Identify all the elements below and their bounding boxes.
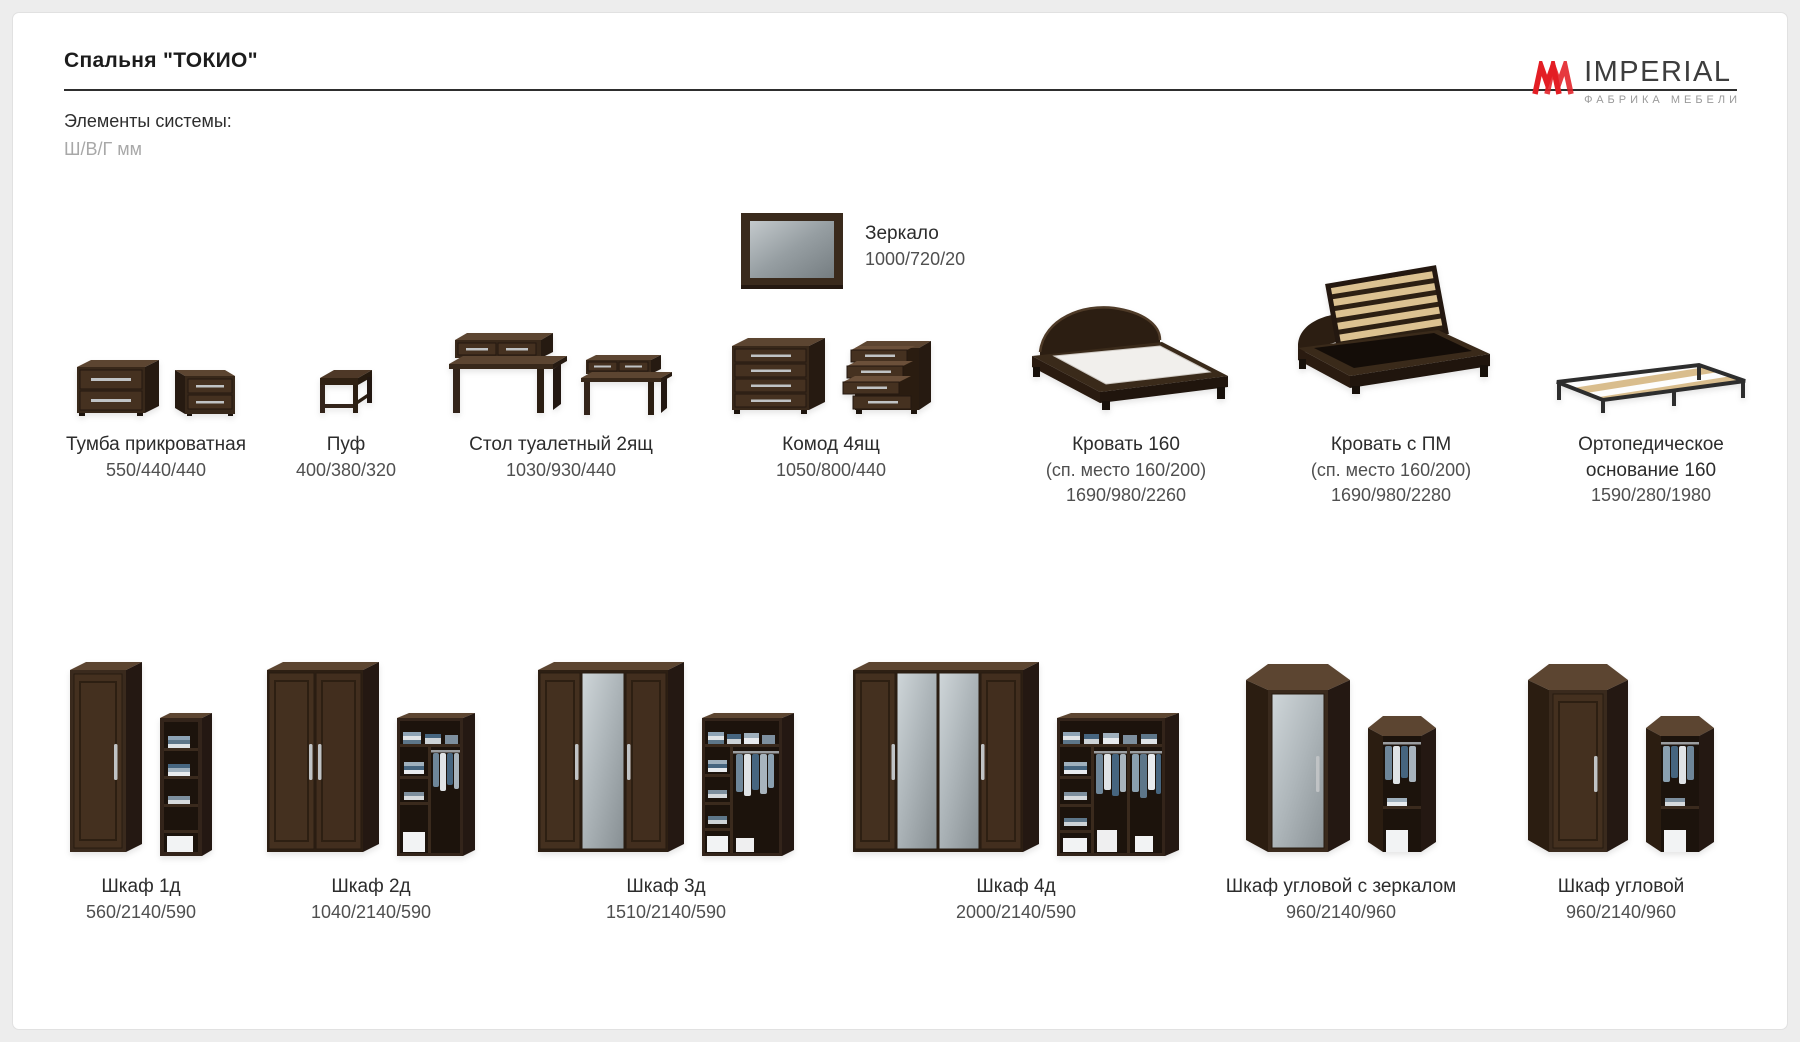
wardrobe-4d-closed-illustration — [853, 662, 1039, 852]
wardrobe-3d-closed-illustration — [538, 662, 684, 852]
item-illustration-area — [521, 546, 811, 858]
item-stol-tualetny: Стол туалетный 2ящ 1030/930/440 — [426, 216, 696, 483]
item-name: Стол туалетный 2ящ — [469, 434, 653, 455]
item-zerkalo-label: Зеркало 1000/720/20 — [865, 213, 965, 289]
nightstand-small-illustration — [175, 370, 235, 416]
chest-open-illustration — [842, 341, 931, 414]
corner-wardrobe-open-illustration — [1368, 716, 1436, 852]
wardrobe-3d-open-illustration — [702, 713, 794, 856]
mirror-illustration — [741, 213, 843, 289]
item-name: Шкаф угловой с зеркалом — [1225, 876, 1457, 897]
item-name: Кровать 160 — [1072, 434, 1180, 455]
wardrobe-4d-open-illustration — [1057, 713, 1179, 856]
item-shkaf-3d: Шкаф 3д 1510/2140/590 — [521, 546, 811, 925]
item-dimensions: 1690/980/2260 — [1065, 485, 1187, 506]
item-name: Шкаф 1д — [101, 876, 181, 897]
item-illustration-area — [691, 216, 971, 416]
item-name: Шкаф 4д — [976, 876, 1056, 897]
item-dimensions: 400/380/320 — [295, 459, 397, 480]
header-divider — [64, 89, 1737, 91]
brand-tagline: ФАБРИКА МЕБЕЛИ — [1584, 94, 1741, 106]
item-krovat-pm: Кровать с ПМ (сп. место 160/200) 1690/98… — [1281, 216, 1501, 509]
item-illustration-area — [41, 546, 241, 858]
item-illustration-area — [41, 216, 271, 416]
item-illustration-area — [256, 546, 486, 858]
item-tumba: Тумба прикроватная 550/440/440 — [41, 216, 271, 483]
chest-closed-illustration — [732, 338, 825, 414]
item-illustration-area — [271, 216, 421, 416]
item-puf: Пуф 400/380/320 — [271, 216, 421, 483]
item-illustration-area — [1496, 546, 1746, 858]
units-note: Ш/В/Г мм — [64, 139, 143, 159]
corner-wardrobe-open-illustration — [1646, 716, 1714, 852]
corner-wardrobe-mirror-closed-illustration — [1246, 664, 1350, 852]
item-name: Ортопедическое основание 160 — [1578, 434, 1724, 481]
item-dimensions: 1050/800/440 — [775, 459, 887, 480]
item-dimensions: 1690/980/2280 — [1330, 485, 1452, 506]
item-name: Шкаф 2д — [331, 876, 411, 897]
wardrobe-1d-closed-illustration — [70, 662, 142, 852]
item-dimensions: 1040/2140/590 — [310, 901, 432, 922]
item-komod: Комод 4ящ 1050/800/440 — [691, 216, 971, 483]
pouf-illustration — [320, 370, 372, 413]
dressing-table-small-illustration — [581, 355, 672, 415]
item-name: Тумба прикроватная — [66, 434, 246, 455]
catalog-page: Спальня "ТОКИО" IMPERIAL ФАБРИКА МЕБЕЛИ … — [12, 12, 1788, 1030]
item-illustration-area — [1011, 216, 1241, 416]
item-name: Шкаф 3д — [626, 876, 706, 897]
corner-wardrobe-closed-illustration — [1528, 664, 1628, 852]
item-note: (сп. место 160/200) — [1045, 459, 1207, 480]
item-illustration-area — [1546, 216, 1756, 416]
item-dimensions: 2000/2140/590 — [955, 901, 1077, 922]
item-dimensions: 550/440/440 — [105, 459, 207, 480]
section-subtitle: Элементы системы: — [64, 111, 232, 131]
item-shkaf-2d: Шкаф 2д 1040/2140/590 — [256, 546, 486, 925]
nightstand-large-illustration — [77, 360, 159, 416]
wardrobe-2d-open-illustration — [397, 713, 475, 856]
item-shkaf-1d: Шкаф 1д 560/2140/590 — [41, 546, 241, 925]
item-name: Кровать с ПМ — [1330, 434, 1452, 455]
item-dimensions: 560/2140/590 — [85, 901, 197, 922]
brand-logo: IMPERIAL ФАБРИКА МЕБЕЛИ — [1532, 57, 1741, 106]
item-name: Зеркало — [865, 223, 939, 244]
item-osnovanie: Ортопедическое основание 160 1590/280/19… — [1546, 216, 1756, 509]
wardrobe-1d-open-illustration — [160, 713, 212, 856]
item-illustration-area — [1211, 546, 1471, 858]
bed-illustration — [1031, 306, 1228, 410]
item-dimensions: 1590/280/1980 — [1590, 485, 1712, 506]
dressing-table-large-illustration — [449, 333, 567, 413]
item-shkaf-uglovoy-zerkalo: Шкаф угловой с зеркалом 960/2140/960 — [1211, 546, 1471, 925]
item-shkaf-uglovoy: Шкаф угловой 960/2140/960 — [1496, 546, 1746, 925]
ortho-base-illustration — [1556, 362, 1746, 413]
wardrobe-2d-closed-illustration — [267, 662, 379, 852]
item-name: Пуф — [326, 434, 366, 455]
item-zerkalo: Зеркало 1000/720/20 — [741, 213, 965, 289]
brand-logo-text: IMPERIAL ФАБРИКА МЕБЕЛИ — [1584, 57, 1741, 106]
item-krovat-160: Кровать 160 (сп. место 160/200) 1690/980… — [1011, 216, 1241, 509]
item-dimensions: 1000/720/20 — [865, 248, 966, 269]
item-shkaf-4d: Шкаф 4д 2000/2140/590 — [841, 546, 1191, 925]
item-name: Комод 4ящ — [782, 434, 880, 455]
brand-mm-icon — [1532, 61, 1574, 95]
item-dimensions: 960/2140/960 — [1285, 901, 1397, 922]
item-note: (сп. место 160/200) — [1310, 459, 1472, 480]
item-illustration-area — [841, 546, 1191, 858]
item-illustration-area — [1281, 216, 1501, 416]
bed-lift-illustration — [1298, 265, 1490, 394]
page-title: Спальня "ТОКИО" — [64, 49, 258, 72]
item-dimensions: 1030/930/440 — [505, 459, 617, 480]
brand-name: IMPERIAL — [1584, 56, 1732, 88]
item-name: Шкаф угловой — [1557, 876, 1685, 897]
item-dimensions: 1510/2140/590 — [605, 901, 727, 922]
item-dimensions: 960/2140/960 — [1565, 901, 1677, 922]
item-illustration-area — [426, 216, 696, 416]
